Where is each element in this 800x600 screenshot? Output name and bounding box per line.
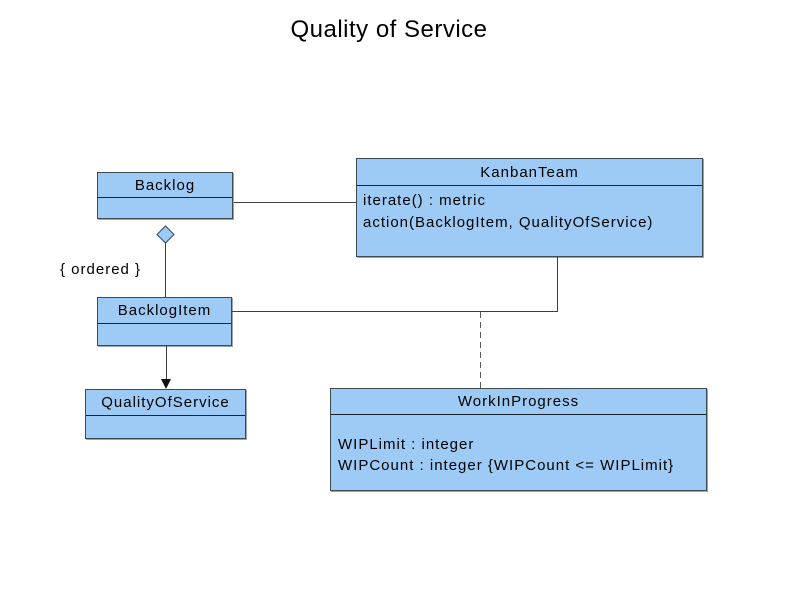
aggregation-diamond-icon <box>156 225 175 244</box>
class-workinprogress[interactable]: WorkInProgress WIPLimit : integer WIPCou… <box>330 388 707 491</box>
attribute-line: WIPLimit : integer <box>338 436 475 453</box>
connector-backlog-kanbanteam <box>234 202 356 203</box>
class-backlog[interactable]: Backlog <box>97 172 233 219</box>
connector-backlogitem-kanbanteam-horizontal <box>232 311 558 312</box>
attribute-line: WIPCount : integer {WIPCount <= WIPLimit… <box>338 457 675 474</box>
connector-association-to-workinprogress-dashed <box>480 312 481 388</box>
connector-backlogitem-qualityofservice <box>166 345 167 380</box>
class-qualityofservice-name: QualityOfService <box>86 390 245 416</box>
arrowhead-icon <box>161 379 171 389</box>
class-workinprogress-name: WorkInProgress <box>331 389 706 415</box>
class-kanbanteam[interactable]: KanbanTeam iterate() : metric action(Bac… <box>356 158 703 257</box>
connector-backlogitem-kanbanteam-vertical <box>557 257 558 312</box>
class-qualityofservice[interactable]: QualityOfService <box>85 389 246 439</box>
attribute-line: iterate() : metric <box>363 192 487 209</box>
class-backlogitem[interactable]: BacklogItem <box>97 297 232 346</box>
connector-backlog-backlogitem <box>165 241 166 297</box>
class-backlogitem-name: BacklogItem <box>98 298 231 324</box>
class-backlog-name: Backlog <box>98 173 232 198</box>
attribute-line: action(BacklogItem, QualityOfService) <box>363 214 654 231</box>
class-kanbanteam-name: KanbanTeam <box>357 159 702 186</box>
class-kanbanteam-attributes: iterate() : metric action(BacklogItem, Q… <box>357 186 702 234</box>
class-workinprogress-attributes: WIPLimit : integer WIPCount : integer {W… <box>331 415 706 476</box>
ordered-constraint-label: { ordered } <box>60 261 142 278</box>
diagram-title: Quality of Service <box>290 16 488 43</box>
